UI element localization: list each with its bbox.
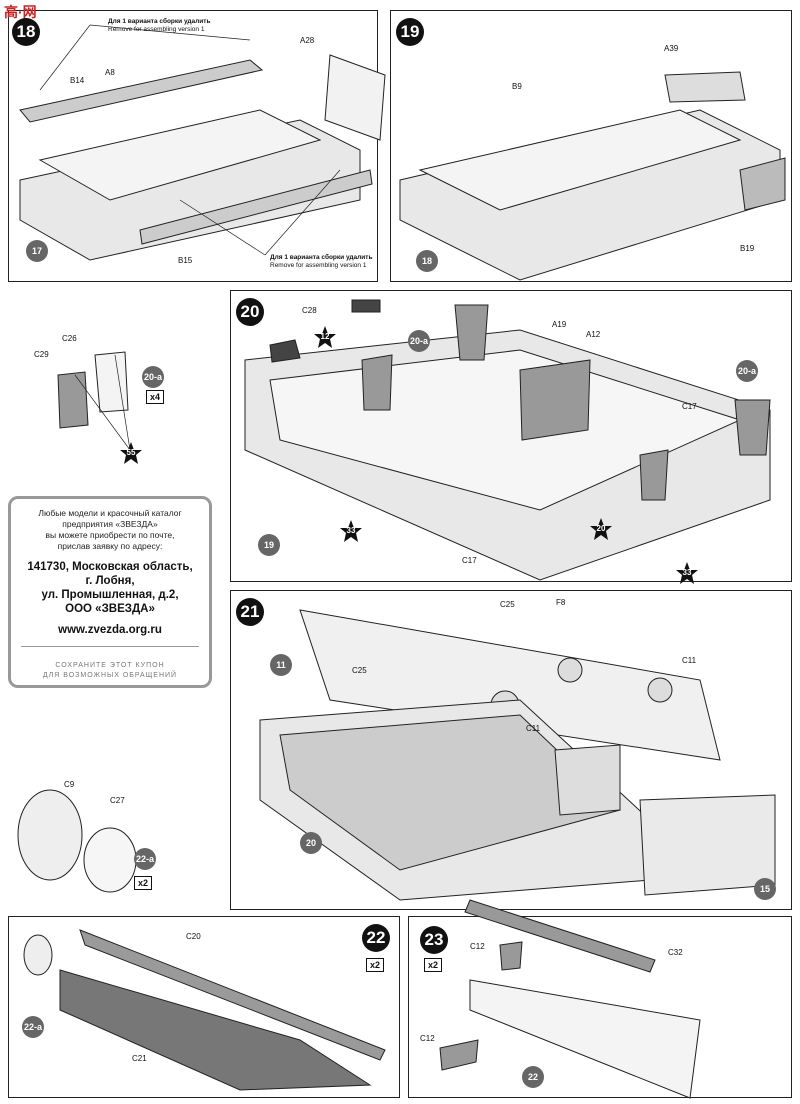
part-label-c12: C12 [470,942,485,951]
glue-star-20: 20 [590,518,612,540]
part-label-a39: A39 [664,44,679,53]
part-label-c29: C29 [34,350,49,359]
address-coupon: Любые модели и красочный каталог предпри… [8,496,212,688]
ref-circle-22: 22 [522,1066,544,1088]
glue-star-55-number: 55 [126,448,136,457]
coupon-address-line-4: ООО «ЗВЕЗДА» [65,603,155,615]
coupon-address-line-1: 141730, Московская область, [27,561,193,573]
remove-note-bottom: Для 1 варианта сборки удалить Remove for… [270,254,372,270]
remove-note-top-en: Remove for assembling version 1 [108,26,205,33]
ref-circle-20a-left: 20-a [142,366,164,388]
part-label-a28: A28 [300,36,315,45]
step-badge-19: 19 [396,18,424,46]
glue-star-33-right: 33 [676,562,698,584]
step-badge-23: 23 [420,926,448,954]
ref-circle-20: 20 [300,832,322,854]
part-label-c12-lower: C12 [420,1034,435,1043]
coupon-intro: Любые модели и красочный каталог предпри… [11,508,209,552]
coupon-intro-line-2: предприятия «ЗВЕЗДА» [62,519,158,529]
part-label-c25: C25 [500,600,515,609]
part-label-a8: A8 [105,68,115,77]
part-label-b9: B9 [512,82,522,91]
coupon-footer-line-1: СОХРАНИТЕ ЭТОТ КУПОН [55,662,165,669]
coupon-address-line-2: г. Лобня, [85,575,135,587]
multiplier-x2-wheel: x2 [134,876,153,890]
part-label-b19: B19 [740,244,755,253]
glue-star-20-number: 20 [596,524,606,533]
part-label-c25-lower: C25 [352,666,367,675]
coupon-address-line-3: ул. Промышленная, д.2, [41,589,179,601]
ref-circle-22a: 22-a [22,1016,44,1038]
glue-star-33-left: 33 [340,520,362,542]
ref-circle-18: 18 [416,250,438,272]
ref-circle-19: 19 [258,534,280,556]
part-label-c17-lower: C17 [462,556,477,565]
part-label-a19: A19 [552,320,567,329]
remove-note-top: Для 1 варианта сборки удалить Remove for… [108,18,210,34]
ref-circle-22a-wheel: 22-a [134,848,156,870]
part-label-c28: C28 [302,306,317,315]
ref-circle-15: 15 [754,878,776,900]
glue-star-12: 12 [314,326,336,348]
step-badge-21: 21 [236,598,264,626]
remove-note-bottom-ru: Для 1 варианта сборки удалить [270,254,373,261]
coupon-intro-line-1: Любые модели и красочный каталог [38,508,182,518]
part-label-c11: C11 [682,656,697,665]
coupon-footer-line-2: ДЛЯ ВОЗМОЖНЫХ ОБРАЩЕНИЙ [42,672,178,679]
multiplier-x2-step22: x2 [366,958,385,972]
coupon-intro-line-3: вы можете приобрести по почте, [45,530,175,540]
coupon-website: www.zvezda.org.ru [58,624,162,636]
ref-circle-11: 11 [270,654,292,676]
part-label-c26: C26 [62,334,77,343]
part-label-c20: C20 [186,932,201,941]
part-label-c9: C9 [64,780,75,789]
ref-circle-20a-right: 20-a [736,360,758,382]
coupon-footer: СОХРАНИТЕ ЭТОТ КУПОН ДЛЯ ВОЗМОЖНЫХ ОБРАЩ… [11,661,209,681]
remove-note-top-ru: Для 1 варианта сборки удалить [108,18,211,25]
remove-note-bottom-en: Remove for assembling version 1 [270,262,367,269]
step-badge-20: 20 [236,298,264,326]
part-label-c11-lower: C11 [526,724,541,733]
part-label-b14: B14 [70,76,85,85]
ref-circle-20a-mid: 20-a [408,330,430,352]
step-badge-22: 22 [362,924,390,952]
glue-star-55: 55 [120,442,142,464]
glue-star-33-left-number: 33 [346,526,356,535]
part-label-b15: B15 [178,256,193,265]
coupon-divider [21,646,199,647]
site-logo: 高·网 [4,4,37,20]
part-label-f8: F8 [556,598,566,607]
coupon-intro-line-4: прислав заявку по адресу: [57,541,163,551]
glue-star-12-number: 12 [320,332,330,341]
glue-star-33-right-number: 33 [682,568,692,577]
multiplier-x4: x4 [146,390,165,404]
multiplier-x2-step23: x2 [424,958,443,972]
ref-circle-17: 17 [26,240,48,262]
part-label-c27: C27 [110,796,125,805]
part-label-c32: C32 [668,948,683,957]
part-label-a12: A12 [586,330,601,339]
step-badge-18: 18 [12,18,40,46]
part-label-c17: C17 [682,402,697,411]
part-label-c21: C21 [132,1054,147,1063]
coupon-address: 141730, Московская область, г. Лобня, ул… [11,560,209,616]
